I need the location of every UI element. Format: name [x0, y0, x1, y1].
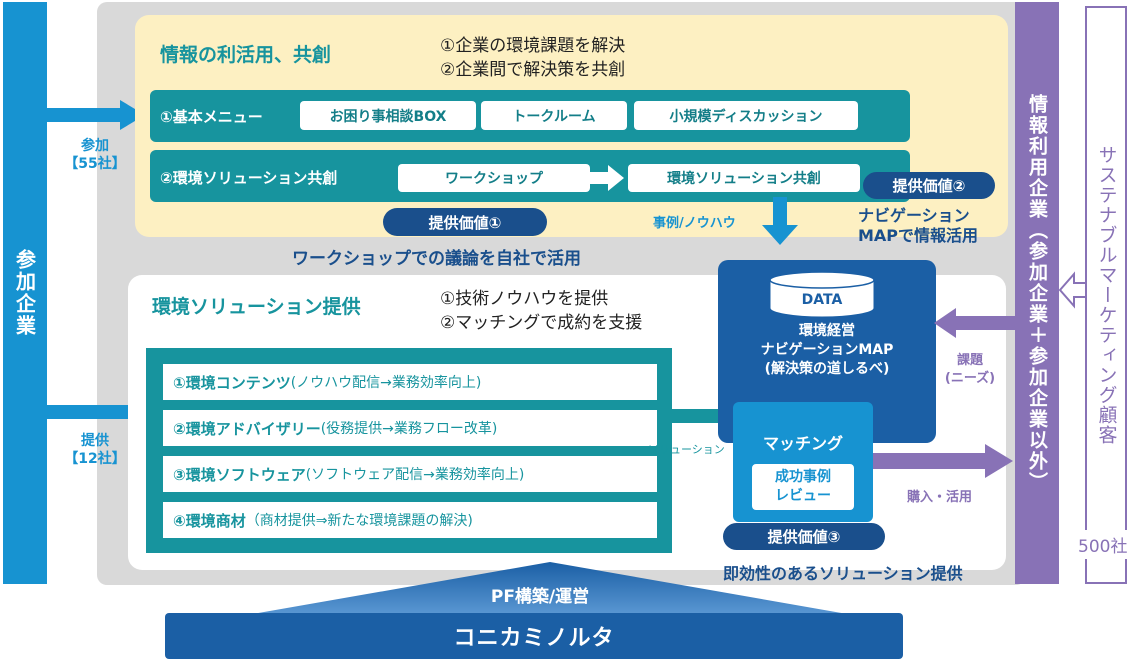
solution-item-3-name: ③環境ソフトウェア — [173, 465, 306, 484]
success-case-review-box[interactable]: 成功事例 レビュー — [750, 462, 856, 512]
join-label: 参加 — [81, 138, 109, 154]
menu-item-consultation-box[interactable]: お困り事相談BOX — [300, 101, 476, 130]
platform-triangle — [230, 562, 870, 618]
customer-bracket-bottom — [1085, 582, 1127, 584]
data-cylinder-icon — [769, 271, 875, 318]
info-goal-1: ①企業の環境課題を解決 — [440, 36, 626, 56]
solution-item-2-desc: (役務提供→業務フロー改革) — [320, 421, 498, 437]
map-title-line1: 環境経営 — [799, 323, 855, 339]
workshop-arrow — [590, 165, 624, 191]
provide-info: 提供 【12社】 — [50, 432, 140, 468]
workshop-box[interactable]: ワークショップ — [398, 164, 590, 192]
info-section-goals: ①企業の環境課題を解決 ②企業間で解決策を共創 — [440, 34, 625, 82]
matching-label: マッチング — [762, 434, 843, 453]
solution-item-advisory[interactable]: ②環境アドバイザリー(役務提供→業務フロー改革) — [163, 410, 657, 446]
success-case-line2: レビュー — [775, 488, 831, 504]
issues-line1: 課題 — [956, 353, 983, 368]
value-1-caption: ワークショップでの議論を自社で活用 — [292, 249, 581, 269]
issues-arrow — [934, 308, 1016, 338]
join-info: 参加 【55社】 — [50, 137, 140, 173]
customer-bracket-top — [1085, 6, 1127, 584]
success-case-line1: 成功事例 — [775, 469, 831, 485]
company-name: コニカミノルタ — [453, 626, 615, 651]
cocreation-label: ②環境ソリューション共創 — [160, 169, 338, 187]
info-section-title: 情報の利活用、共創 — [160, 44, 332, 66]
cases-down-arrow — [762, 197, 798, 245]
customer-hollow-arrow — [1058, 271, 1087, 309]
customers-count: 500社 — [1078, 530, 1128, 559]
value-3-caption: 即効性のあるソリューション提供 — [723, 564, 963, 583]
solution-item-1-desc: (ノウハウ配信→業務効率向上) — [290, 375, 482, 391]
value-3-badge: 提供価値③ — [723, 523, 885, 550]
cases-knowhow-label: 事例/ノウハウ — [653, 216, 736, 231]
issues-label: 課題 (ニーズ) — [940, 352, 1000, 388]
solution-goal-2: ②マッチングで成約を支援 — [440, 313, 643, 333]
solution-item-4-desc: （商材提供⇒新たな環境課題の解決) — [245, 513, 473, 529]
join-count: 【55社】 — [64, 156, 126, 172]
menu-item-talk-room[interactable]: トークルーム — [481, 101, 627, 130]
provide-count: 【12社】 — [64, 451, 126, 467]
cocreation-result-box[interactable]: 環境ソリューション共創 — [628, 164, 860, 192]
participating-companies-label: 参加企業 — [12, 249, 37, 337]
value-2-caption: ナビゲーション MAPで情報活用 — [858, 206, 978, 246]
info-using-companies-label: 情報利用企業（参加企業＋参加企業以外） — [1026, 93, 1048, 493]
map-title-line3: (解決策の道しるべ) — [764, 361, 890, 377]
solution-section-goals: ①技術ノウハウを提供 ②マッチングで成約を支援 — [440, 287, 642, 335]
value-2-caption-line2: MAPで情報活用 — [858, 226, 979, 245]
sustainable-customers-label-wrap: サステナブルマーケティング顧客 — [1087, 110, 1127, 480]
company-bar: コニカミノルタ — [165, 613, 903, 659]
info-using-companies-bar: 情報利用企業（参加企業＋参加企業以外） — [1015, 2, 1059, 584]
value-2-badge: 提供価値② — [863, 172, 995, 199]
data-label: DATA — [801, 292, 843, 308]
join-arrow — [45, 100, 145, 130]
info-goal-2: ②企業間で解決策を共創 — [440, 60, 626, 80]
solution-fragment-label: ソリューション — [648, 443, 725, 456]
solution-item-4-name: ④環境商材 — [173, 511, 246, 530]
value-2-caption-line1: ナビゲーション — [858, 206, 970, 225]
solution-item-1-name: ①環境コンテンツ — [173, 373, 291, 392]
navigation-map-title: 環境経営 ナビゲーションMAP (解決策の道しるべ) — [718, 322, 936, 379]
provide-line — [47, 405, 147, 419]
solution-item-contents[interactable]: ①環境コンテンツ(ノウハウ配信→業務効率向上) — [163, 364, 657, 400]
customer-bracket-line — [1085, 6, 1087, 584]
map-title-line2: ナビゲーションMAP — [760, 342, 894, 358]
menu-item-small-discussion[interactable]: 小規模ディスカッション — [634, 101, 858, 130]
solution-item-2-name: ②環境アドバイザリー — [173, 419, 321, 438]
platform-label: PF構築/運営 — [490, 587, 590, 607]
value-1-badge: 提供価値① — [383, 208, 547, 236]
participating-companies-bar: 参加企業 — [3, 2, 47, 584]
solution-section-title: 環境ソリューション提供 — [152, 296, 361, 318]
provide-label: 提供 — [81, 433, 109, 449]
solution-item-products[interactable]: ④環境商材（商材提供⇒新たな環境課題の解決) — [163, 502, 657, 538]
issues-line2: (ニーズ) — [944, 371, 996, 386]
solution-connector — [672, 409, 720, 423]
solution-item-software[interactable]: ③環境ソフトウェア(ソフトウェア配信→業務効率向上) — [163, 456, 657, 492]
basic-menu-label: ①基本メニュー — [160, 108, 263, 126]
purchase-label: 購入・活用 — [907, 490, 973, 505]
purchase-arrow — [873, 444, 1013, 478]
sustainable-customers-label: サステナブルマーケティング顧客 — [1095, 145, 1118, 445]
solution-item-3-desc: (ソフトウェア配信→業務効率向上) — [305, 467, 525, 483]
solution-goal-1: ①技術ノウハウを提供 — [440, 289, 609, 309]
